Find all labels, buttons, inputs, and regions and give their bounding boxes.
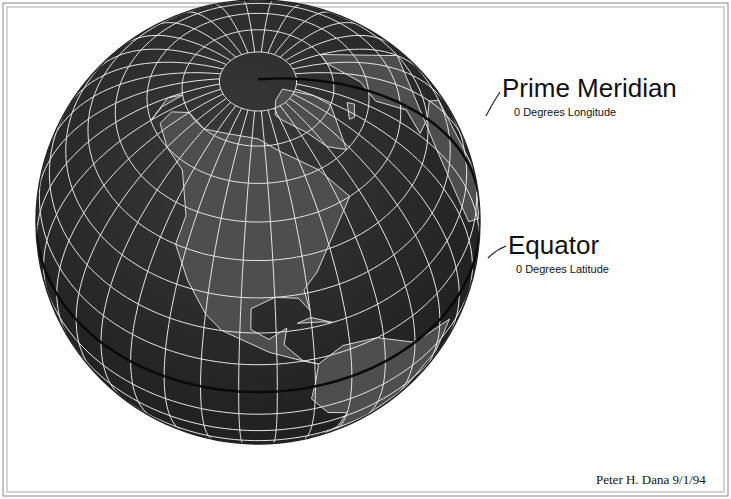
latitude-line bbox=[39, 165, 476, 364]
landmass bbox=[160, 112, 350, 364]
longitude-line bbox=[239, 111, 255, 444]
landmass bbox=[275, 89, 346, 150]
globe-rim bbox=[36, 0, 480, 444]
longitude-line bbox=[295, 89, 472, 295]
longitude-line bbox=[261, 111, 277, 444]
longitude-line bbox=[184, 12, 242, 55]
meridian-title: Prime Meridian bbox=[502, 74, 677, 103]
longitude-line bbox=[50, 73, 221, 145]
longitude-line bbox=[44, 89, 221, 295]
land-layer bbox=[151, 55, 479, 438]
latitude-line bbox=[72, 343, 444, 430]
longitude-line bbox=[164, 108, 242, 430]
longitude-line bbox=[155, 23, 236, 58]
longitude-line bbox=[295, 73, 466, 145]
latitude-line bbox=[49, 106, 466, 333]
longitude-line bbox=[125, 35, 231, 60]
landmass bbox=[151, 95, 183, 120]
landmass bbox=[297, 318, 333, 324]
author-credit: Peter H. Dana 9/1/94 bbox=[596, 473, 706, 487]
longitude-line bbox=[101, 102, 231, 397]
longitude-line bbox=[274, 12, 332, 55]
graticule-layer bbox=[37, 0, 479, 443]
longitude-line bbox=[268, 4, 302, 53]
landmass bbox=[320, 55, 479, 222]
latitude-note: 0 Degrees Latitude bbox=[516, 263, 609, 275]
latitude-line bbox=[122, 398, 394, 441]
longitude-line bbox=[285, 102, 415, 397]
latitude-line bbox=[88, 0, 428, 261]
key-lines-layer bbox=[36, 79, 480, 393]
longitude-line bbox=[293, 94, 459, 335]
equator-title: Equator bbox=[508, 231, 599, 260]
longitude-line bbox=[280, 106, 385, 418]
longitude-note: 0 Degrees Longitude bbox=[514, 106, 616, 118]
equator-leader bbox=[488, 246, 506, 258]
globe-disc bbox=[36, 0, 480, 444]
longitude-line bbox=[37, 84, 220, 247]
longitude-line bbox=[280, 23, 361, 58]
meridian-leader bbox=[486, 92, 500, 116]
longitude-line bbox=[296, 84, 479, 247]
longitude-line bbox=[274, 108, 352, 430]
longitude-line bbox=[285, 35, 391, 60]
longitude-line bbox=[261, 1, 272, 53]
longitude-line bbox=[69, 62, 223, 105]
longitude-line bbox=[38, 79, 220, 192]
longitude-line bbox=[243, 1, 254, 53]
prime-meridian-line bbox=[258, 79, 478, 193]
equator-line bbox=[36, 225, 480, 392]
latitude-line bbox=[220, 52, 297, 111]
longitude-line bbox=[293, 62, 447, 105]
